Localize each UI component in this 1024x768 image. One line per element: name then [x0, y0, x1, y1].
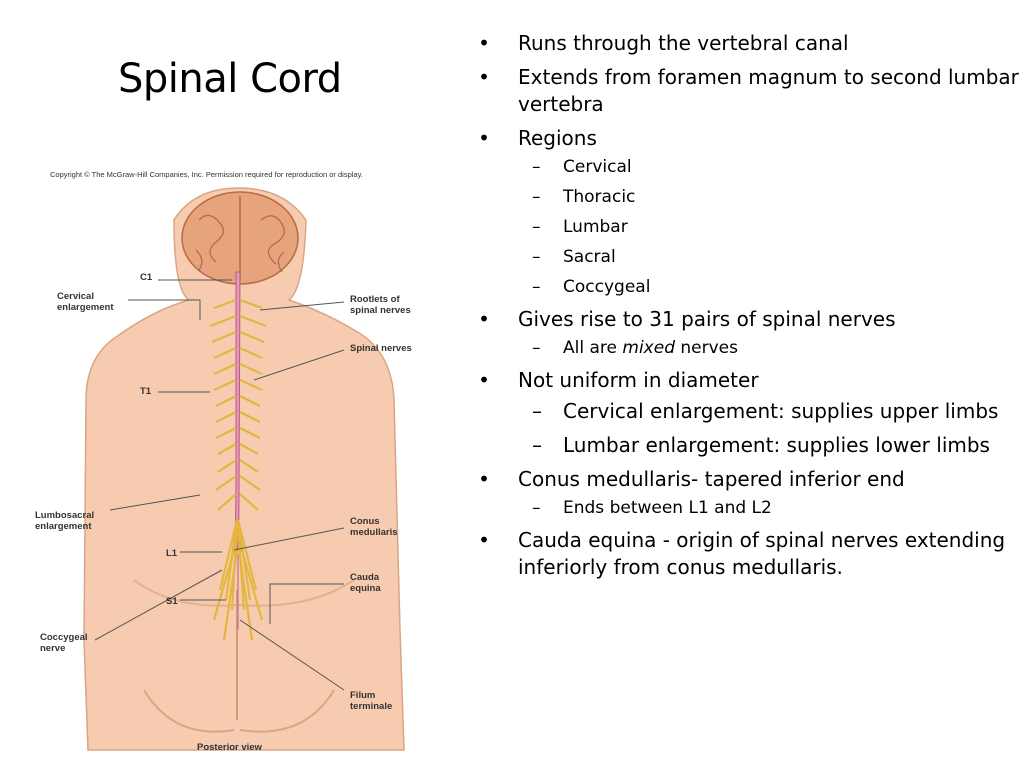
bullet-marker: • — [478, 307, 490, 331]
bullet-marker: • — [478, 126, 490, 150]
bullet-list: • Runs through the vertebral canal • Ext… — [474, 30, 1019, 588]
dash-marker: – — [532, 498, 541, 518]
bullet-text: Conus medullaris- tapered inferior end — [518, 467, 905, 491]
sub-text: Ends between L1 and L2 — [563, 498, 772, 518]
dash-marker: – — [532, 338, 541, 358]
slide-title: Spinal Cord — [118, 56, 342, 102]
label-cauda-equina: Cauda equina — [350, 572, 381, 594]
sub-text: Lumbar — [563, 217, 628, 237]
sub-item: – Coccygeal — [518, 276, 1019, 298]
label-conus-medullaris: Conus medullaris — [350, 516, 398, 538]
bullet-marker: • — [478, 467, 490, 491]
bullet-item: • Conus medullaris- tapered inferior end… — [474, 466, 1019, 519]
sub-item: –Cervical enlargement: supplies upper li… — [518, 398, 1019, 424]
bullet-item: • Extends from foramen magnum to second … — [474, 64, 1019, 118]
sub-item: – Sacral — [518, 246, 1019, 268]
dash-marker: – — [532, 277, 541, 297]
sub-list: –Cervical enlargement: supplies upper li… — [518, 398, 1019, 458]
bullet-item: • Runs through the vertebral canal — [474, 30, 1019, 57]
sub-item: – All are mixed nerves — [518, 337, 1019, 359]
sub-list: – All are mixed nerves — [518, 337, 1019, 359]
sub-text: Sacral — [563, 247, 616, 267]
bullet-item: • Gives rise to 31 pairs of spinal nerve… — [474, 306, 1019, 359]
bullet-text: Extends from foramen magnum to second lu… — [518, 65, 1019, 116]
label-lumbosacral-enlargement: Lumbosacral enlargement — [35, 510, 95, 532]
emphasis-text: mixed — [622, 338, 675, 358]
label-s1: S1 — [166, 596, 178, 607]
sub-list: – Ends between L1 and L2 — [518, 497, 1019, 519]
bullet-marker: • — [478, 65, 490, 89]
dash-marker: – — [532, 217, 541, 237]
figure-copyright: Copyright © The McGraw-Hill Companies, I… — [50, 170, 363, 179]
bullet-text: Not uniform in diameter — [518, 368, 759, 392]
spinal-cord-illustration — [83, 187, 405, 751]
sub-text: Coccygeal — [563, 277, 651, 297]
bullet-marker: • — [478, 368, 490, 392]
label-cervical-enlargement: Cervical enlargement — [57, 291, 114, 313]
label-t1: T1 — [140, 386, 152, 397]
sub-text: nerves — [674, 338, 738, 358]
bullet-text: Regions — [518, 126, 597, 150]
bullet-item: • Not uniform in diameter –Cervical enla… — [474, 367, 1019, 458]
sub-list: – Cervical – Thoracic – Lumbar – Sacral – Coc… — [518, 156, 1019, 298]
label-rootlets: Rootlets of spinal nerves — [350, 294, 411, 316]
label-filum-terminale: Filum terminale — [350, 690, 393, 712]
sub-text: Thoracic — [563, 187, 636, 207]
bullet-text: Cauda equina - origin of spinal nerves e… — [518, 528, 1006, 579]
dash-marker: – — [532, 433, 542, 457]
bullet-marker: • — [478, 528, 490, 552]
label-coccygeal-nerve: Coccygeal nerve — [40, 632, 88, 654]
torso-outline — [83, 187, 405, 751]
sub-item: – Lumbar — [518, 216, 1019, 238]
sub-item: – Thoracic — [518, 186, 1019, 208]
sub-text: All are — [563, 338, 623, 358]
dash-marker: – — [532, 247, 541, 267]
label-spinal-nerves: Spinal nerves — [350, 343, 412, 354]
dash-marker: – — [532, 399, 542, 423]
sub-item: –Lumbar enlargement: supplies lower limb… — [518, 432, 1019, 458]
figure-caption: Posterior view — [197, 742, 262, 753]
bullet-marker: • — [478, 31, 490, 55]
bullet-item: • Cauda equina - origin of spinal nerves… — [474, 527, 1019, 581]
label-l1: L1 — [166, 548, 178, 559]
bullet-text: Gives rise to 31 pairs of spinal nerves — [518, 307, 896, 331]
bullet-text: Runs through the vertebral canal — [518, 31, 849, 55]
dash-marker: – — [532, 157, 541, 177]
sub-text: Lumbar enlargement: supplies lower limbs — [563, 433, 990, 457]
sub-item: – Cervical — [518, 156, 1019, 178]
sub-text: Cervical — [563, 157, 632, 177]
spinal-nerves — [209, 298, 267, 641]
sub-item: – Ends between L1 and L2 — [518, 497, 1019, 519]
dash-marker: – — [532, 187, 541, 207]
bullet-item: • Regions – Cervical – Thoracic – Lumbar – S… — [474, 125, 1019, 298]
label-c1: C1 — [140, 272, 153, 283]
sub-text: Cervical enlargement: supplies upper lim… — [563, 399, 999, 423]
